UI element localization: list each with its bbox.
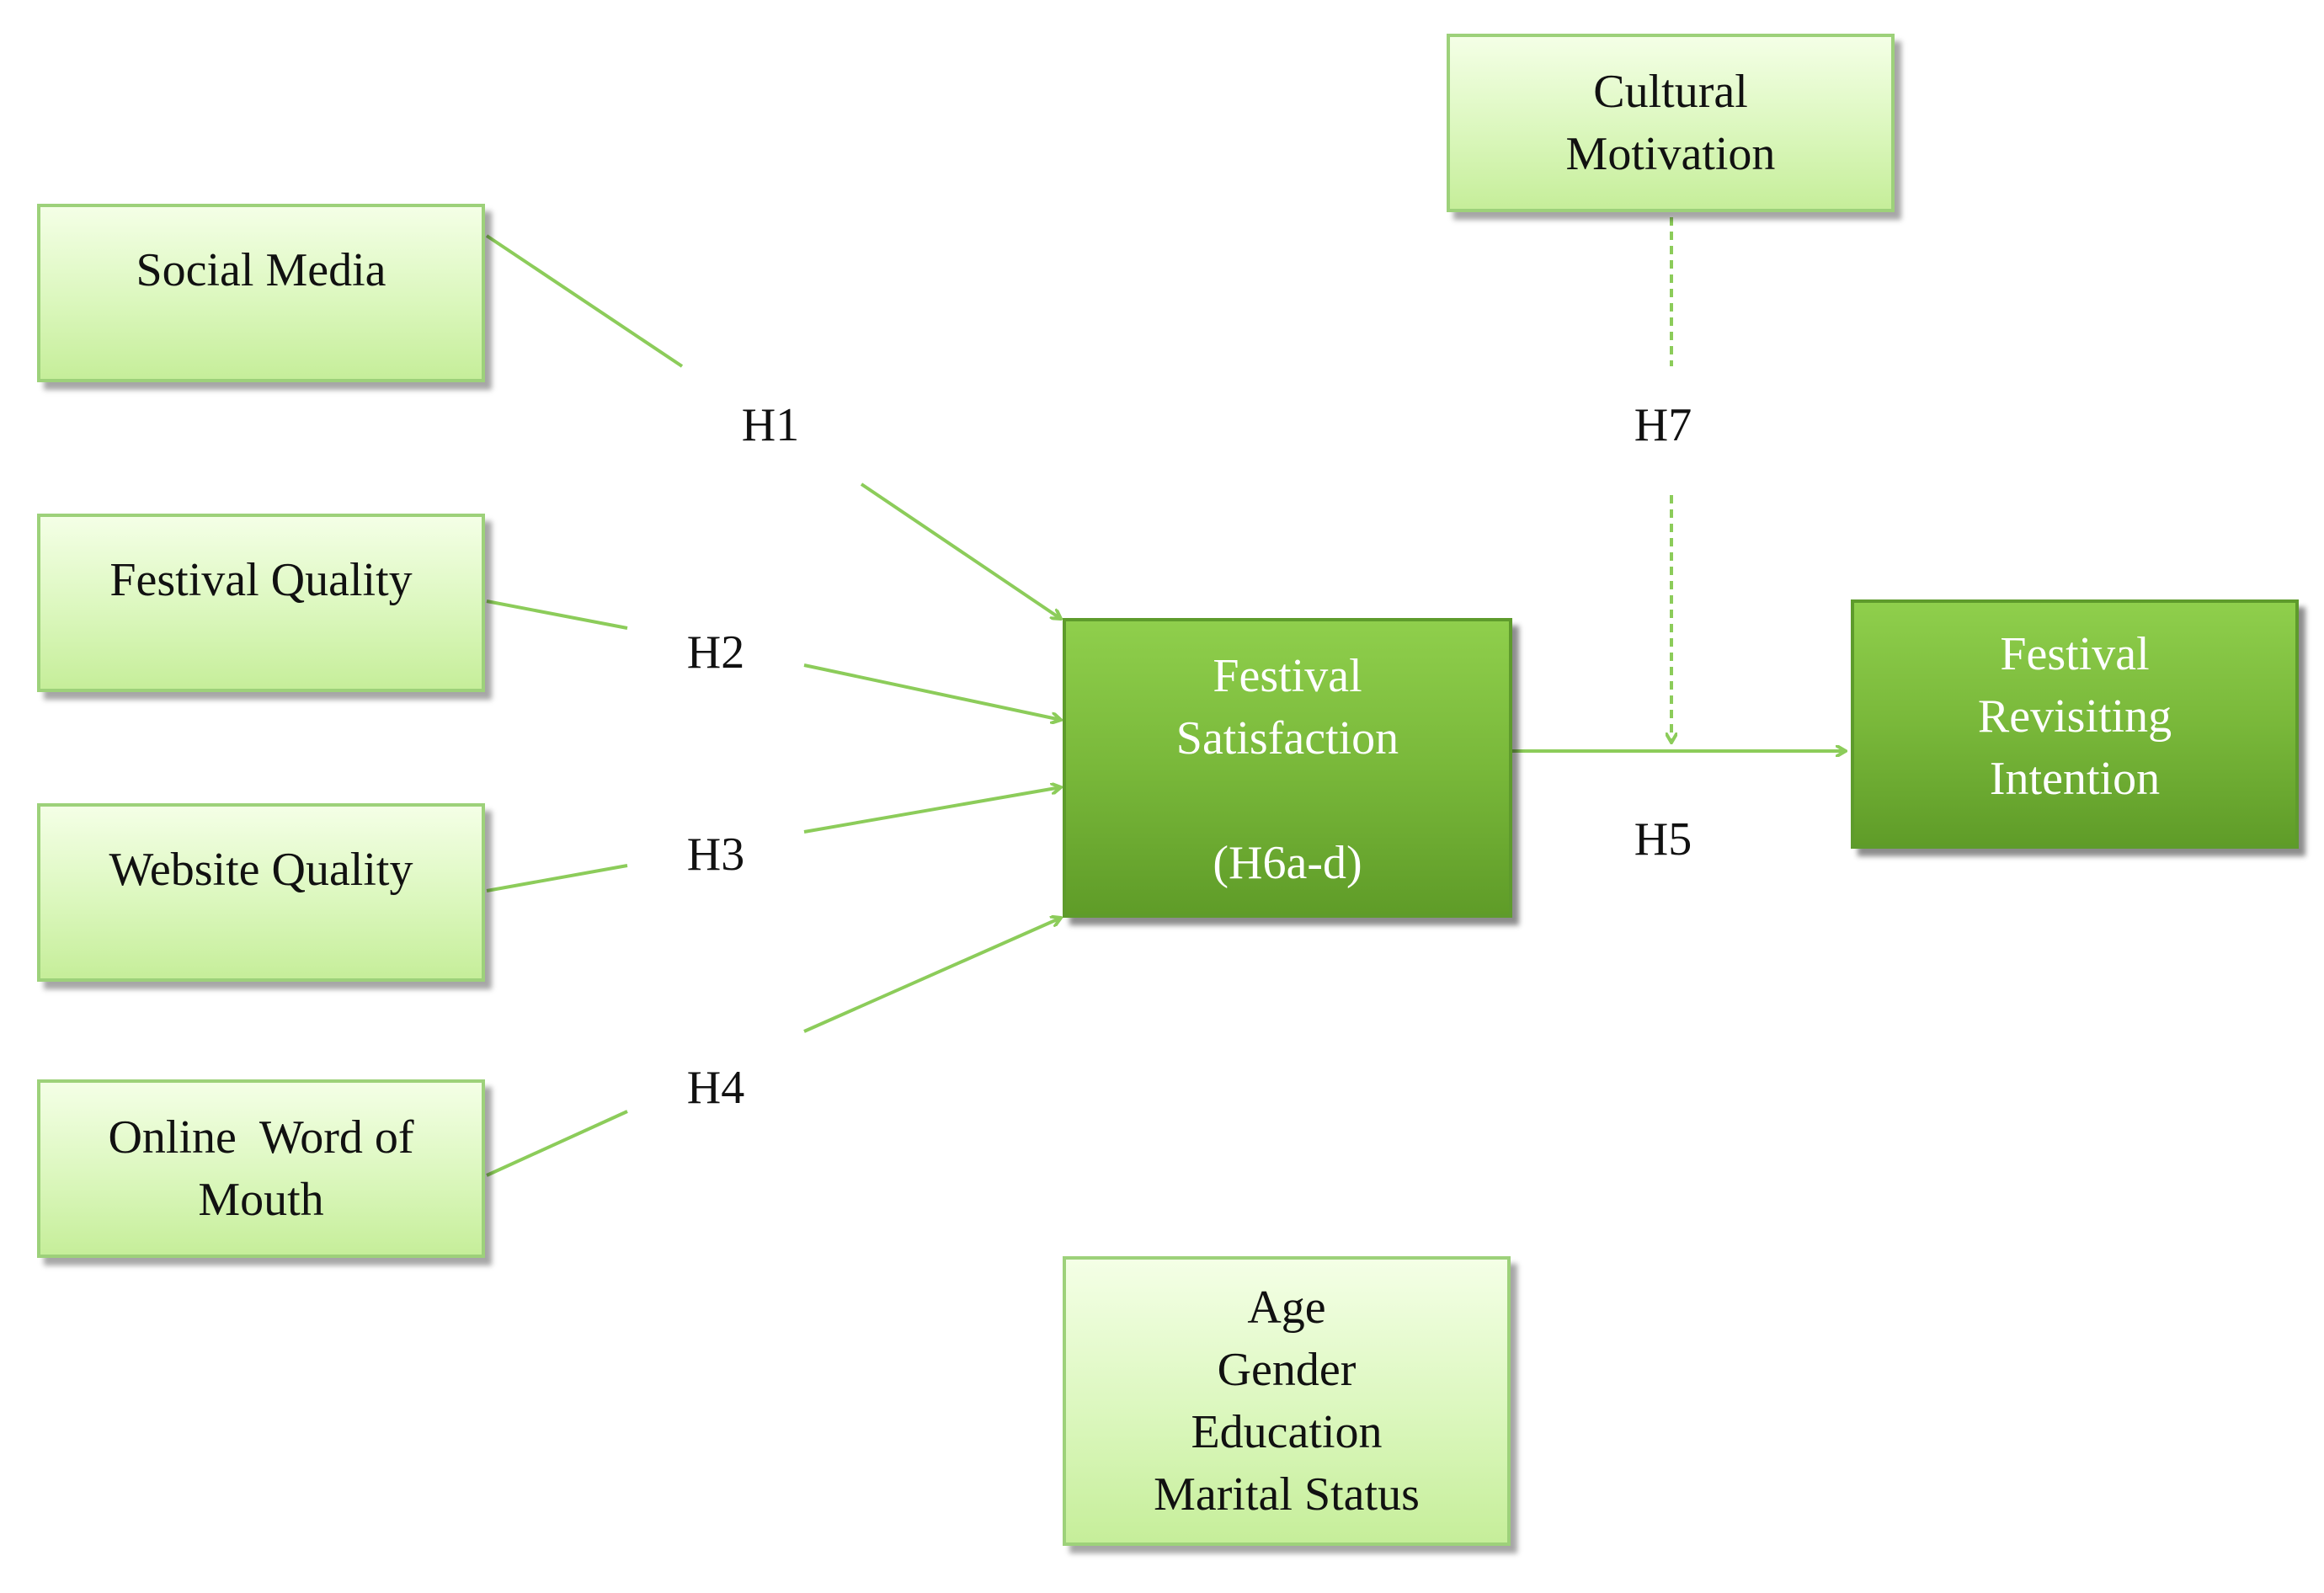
h2-connector-start <box>486 599 628 630</box>
hypothesis-label-h1: H1 <box>741 399 800 451</box>
node-festival-quality: Festival Quality <box>37 514 485 692</box>
node-festival-satisfaction-line-2: Satisfaction <box>1175 712 1399 765</box>
h1-connector-start <box>485 234 684 368</box>
node-control-variables: Age Gender Education Marital Status <box>1063 1256 1511 1546</box>
node-online-word-of-mouth: Online Word of Mouth <box>37 1079 485 1258</box>
hypothesis-label-h2: H2 <box>686 626 745 679</box>
node-cultural-motivation-line-1: Cultural <box>1593 66 1748 118</box>
node-cultural-motivation: Cultural Motivation <box>1447 34 1895 212</box>
node-controls-line-3: Education <box>1191 1406 1383 1458</box>
h4-connector-end <box>803 918 1061 1033</box>
node-website-quality-line-1: Website Quality <box>109 844 413 896</box>
node-controls-line-2: Gender <box>1217 1344 1357 1396</box>
node-controls-line-1: Age <box>1247 1281 1326 1334</box>
node-festival-satisfaction: Festival Satisfaction (H6a-d) <box>1063 618 1512 918</box>
node-revisiting-intention-line-2: Revisiting <box>1977 690 2172 743</box>
hypothesis-label-h4: H4 <box>686 1062 745 1114</box>
node-social-media: Social Media <box>37 204 485 382</box>
node-revisiting-intention-line-1: Festival <box>2000 628 2150 680</box>
node-cultural-motivation-line-2: Motivation <box>1565 128 1776 180</box>
h2-connector-end <box>803 663 1061 720</box>
h3-connector-start <box>486 864 628 892</box>
node-revisiting-intention-line-3: Intention <box>1989 753 2161 805</box>
node-festival-satisfaction-sublabel: (H6a-d) <box>1213 837 1362 889</box>
hypothesis-label-h5: H5 <box>1634 813 1692 866</box>
h1-connector-end <box>860 482 1061 619</box>
node-social-media-line-1: Social Media <box>136 244 386 296</box>
node-festival-revisiting-intention: Festival Revisiting Intention <box>1851 599 2299 849</box>
node-website-quality: Website Quality <box>37 803 485 982</box>
node-online-wom-line-1: Online Word of <box>108 1111 414 1164</box>
hypothesis-label-h3: H3 <box>686 828 745 881</box>
hypothesis-label-h7: H7 <box>1634 399 1692 451</box>
h3-connector-end <box>803 787 1061 834</box>
node-festival-satisfaction-line-1: Festival <box>1213 650 1362 702</box>
node-online-wom-line-2: Mouth <box>198 1174 324 1226</box>
node-controls-line-4: Marital Status <box>1154 1468 1420 1521</box>
node-festival-quality-line-1: Festival Quality <box>109 554 413 606</box>
h4-connector-start <box>486 1110 628 1177</box>
